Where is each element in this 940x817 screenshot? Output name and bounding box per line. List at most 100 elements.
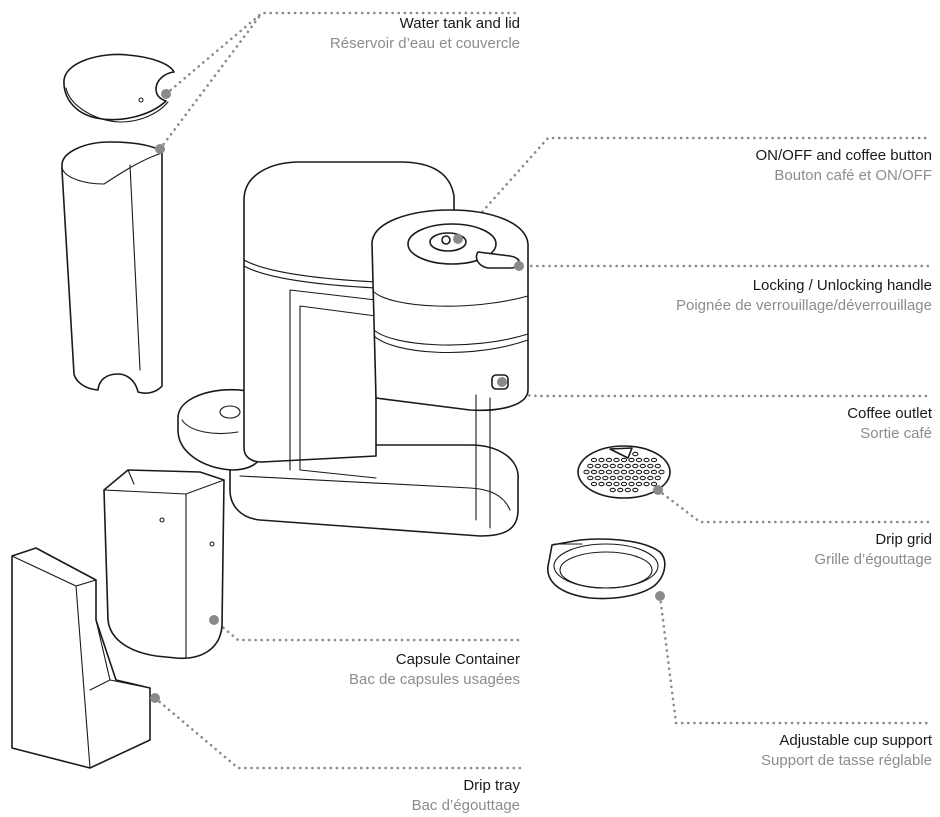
drip-grid-hole (590, 457, 598, 463)
drip-grid-hole (609, 463, 616, 469)
leader-water-tank (158, 11, 264, 151)
drip-grid-hole (587, 475, 594, 481)
dot-drip-grid (653, 485, 663, 495)
drip-grid-hole (654, 475, 661, 481)
drip-grid-hole (647, 463, 654, 469)
label-locking-fr: Poignée de verrouillage/déverrouillage (675, 297, 932, 314)
leader-drip-grid (656, 488, 932, 524)
drip-grid-hole (643, 457, 650, 463)
drip-grid-hole (598, 469, 605, 475)
drip-grid-hole (654, 463, 661, 469)
drip-grid-hole (602, 463, 609, 469)
leader-capsule-container (212, 618, 522, 642)
leader-coffee-outlet (500, 383, 932, 398)
label-capsule-container: Capsule Container Bac de capsules usagée… (349, 650, 520, 690)
drip-grid-hole (605, 481, 613, 487)
water-tank-lid (63, 53, 175, 123)
drip-grid-hole (624, 475, 631, 481)
label-drip-tray-en: Drip tray (463, 777, 520, 794)
dot-coffee-outlet (497, 377, 507, 387)
drip-grid-hole (650, 481, 658, 487)
label-drip-tray-fr: Bac d’égouttage (411, 797, 520, 814)
dot-water-tank-lid (161, 89, 171, 99)
label-water-tank-fr: Réservoir d’eau et couvercle (329, 35, 520, 52)
drip-grid-hole (605, 469, 613, 475)
drip-grid-hole (617, 487, 624, 493)
drip-grid (577, 445, 671, 499)
label-on-off-en: ON/OFF and coffee button (755, 147, 932, 164)
dot-cup-support (655, 591, 665, 601)
leader-dots (150, 89, 665, 703)
capsule-container (103, 469, 225, 660)
drip-grid-hole (643, 481, 650, 487)
label-cup-support-fr: Support de tasse réglable (761, 752, 932, 769)
drip-grid-hole (658, 469, 665, 475)
leader-cup-support (658, 594, 932, 725)
drip-grid-hole (632, 487, 639, 493)
label-on-off-fr: Bouton café et ON/OFF (774, 167, 932, 184)
leader-water-tank-lid (164, 11, 522, 96)
drip-grid-hole (583, 469, 590, 475)
drip-grid-hole (602, 475, 609, 481)
drip-tray (11, 547, 151, 769)
drip-grid-hole (613, 457, 620, 463)
drip-grid-hole (632, 451, 639, 457)
drip-grid-hole (650, 457, 658, 463)
water-tank (61, 141, 163, 394)
label-coffee-outlet: Coffee outlet Sortie café (847, 404, 932, 444)
drip-grid-hole (647, 475, 654, 481)
label-water-tank: Water tank and lid Réservoir d’eau et co… (330, 14, 520, 54)
label-drip-grid: Drip grid Grille d’égouttage (814, 530, 932, 570)
adjustable-cup-support (547, 538, 666, 600)
dot-drip-tray (150, 693, 160, 703)
drip-grid-hole (594, 475, 601, 481)
drip-grid-hole (613, 469, 620, 475)
drip-grid-hole (620, 457, 628, 463)
drip-grid-hole (628, 469, 635, 475)
leader-on-off (456, 136, 932, 241)
drip-grid-hole (628, 457, 635, 463)
drip-grid-hole (632, 463, 639, 469)
drip-grid-hole (598, 457, 605, 463)
label-capsule-container-fr: Bac de capsules usagées (349, 671, 520, 688)
drip-grid-hole (624, 463, 631, 469)
drip-grid-hole (639, 463, 646, 469)
dot-water-tank (155, 144, 165, 154)
drip-grid-hole (628, 481, 635, 487)
drip-grid-hole (639, 475, 646, 481)
dot-capsule-container (209, 615, 219, 625)
label-coffee-outlet-en: Coffee outlet (847, 405, 932, 422)
label-cup-support: Adjustable cup support Support de tasse … (761, 731, 932, 771)
drip-grid-hole (609, 475, 616, 481)
drip-grid-hole (635, 469, 643, 475)
label-coffee-outlet-fr: Sortie café (860, 425, 932, 442)
label-cup-support-en: Adjustable cup support (779, 732, 932, 749)
leader-lines (153, 11, 932, 770)
dot-locking (514, 261, 524, 271)
drip-grid-hole (617, 475, 624, 481)
drip-grid-hole (587, 463, 594, 469)
label-drip-grid-fr: Grille d’égouttage (814, 551, 932, 568)
label-locking-en: Locking / Unlocking handle (752, 277, 932, 294)
drip-grid-hole (650, 469, 658, 475)
label-drip-grid-en: Drip grid (875, 531, 932, 548)
drip-grid-hole (590, 469, 598, 475)
drip-grid-hole (635, 457, 643, 463)
drip-grid-hole (643, 469, 650, 475)
label-capsule-container-en: Capsule Container (395, 651, 520, 668)
drip-grid-hole (632, 475, 639, 481)
drip-grid-hole (617, 463, 624, 469)
drip-grid-hole (609, 487, 616, 493)
label-locking: Locking / Unlocking handle Poignée de ve… (676, 276, 932, 316)
drip-grid-hole (624, 487, 631, 493)
drip-grid-hole (594, 463, 601, 469)
leader-drip-tray (153, 696, 522, 770)
dot-on-off (453, 234, 463, 244)
drip-grid-hole (598, 481, 605, 487)
label-water-tank-en: Water tank and lid (399, 15, 520, 32)
drip-grid-hole (620, 469, 628, 475)
label-on-off: ON/OFF and coffee button Bouton café et … (756, 146, 932, 186)
label-drip-tray: Drip tray Bac d’égouttage (412, 776, 520, 816)
drip-grid-hole (613, 481, 620, 487)
